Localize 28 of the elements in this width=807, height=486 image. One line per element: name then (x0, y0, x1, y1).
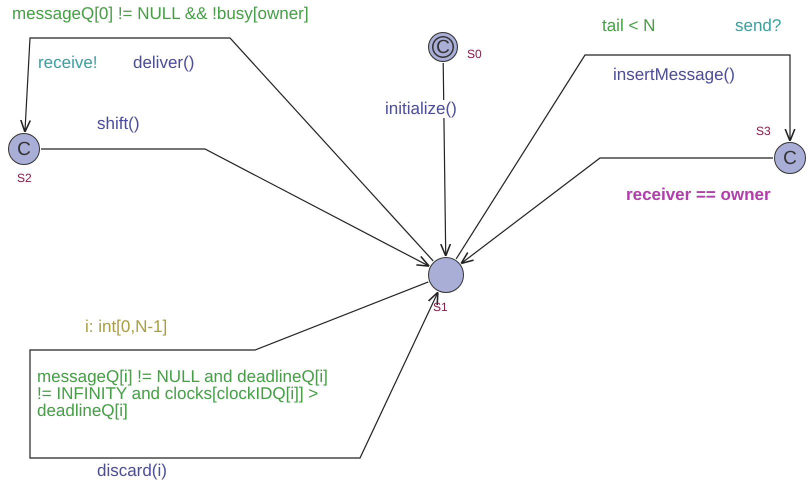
update-label: deliver() (133, 54, 194, 72)
transition-label: receive! (38, 54, 98, 72)
update-label: shift() (97, 115, 140, 133)
location-name: S2 (17, 172, 32, 185)
location-name: S0 (467, 48, 482, 61)
location-name: S3 (756, 125, 771, 138)
committed-mark: C (436, 38, 450, 56)
update-label: initialize() (385, 100, 457, 118)
committed-mark: C (783, 148, 797, 168)
committed-location-circle (774, 142, 806, 174)
transition-arrow (456, 54, 796, 260)
transition-label: send? (735, 17, 782, 35)
committed-location-circle (8, 133, 40, 165)
transition-label: messageQ[i] != NULL and deadlineQ[i] != INFINITY and clocks[clockIDQ[i]] > deadlineQ[i] (37, 368, 329, 419)
transition-label: tail < N (602, 17, 656, 35)
invariant-label: receiver == owner (626, 186, 771, 204)
update-label: discard(i) (97, 462, 167, 480)
transition-arrow (20, 37, 434, 262)
location-circle (428, 257, 464, 293)
transition-label: i: int[0,N-1] (85, 318, 168, 336)
committed-location-circle (428, 32, 458, 62)
transition-label: messageQ[0] != NULL && !busy[owner] (12, 5, 309, 23)
transition-arrow (41, 148, 430, 267)
committed-mark: C (17, 140, 31, 158)
transition-arrow (29, 281, 439, 459)
location-name: S1 (433, 301, 448, 314)
transition-arrow (440, 63, 452, 257)
update-label: insertMessage() (613, 66, 735, 84)
